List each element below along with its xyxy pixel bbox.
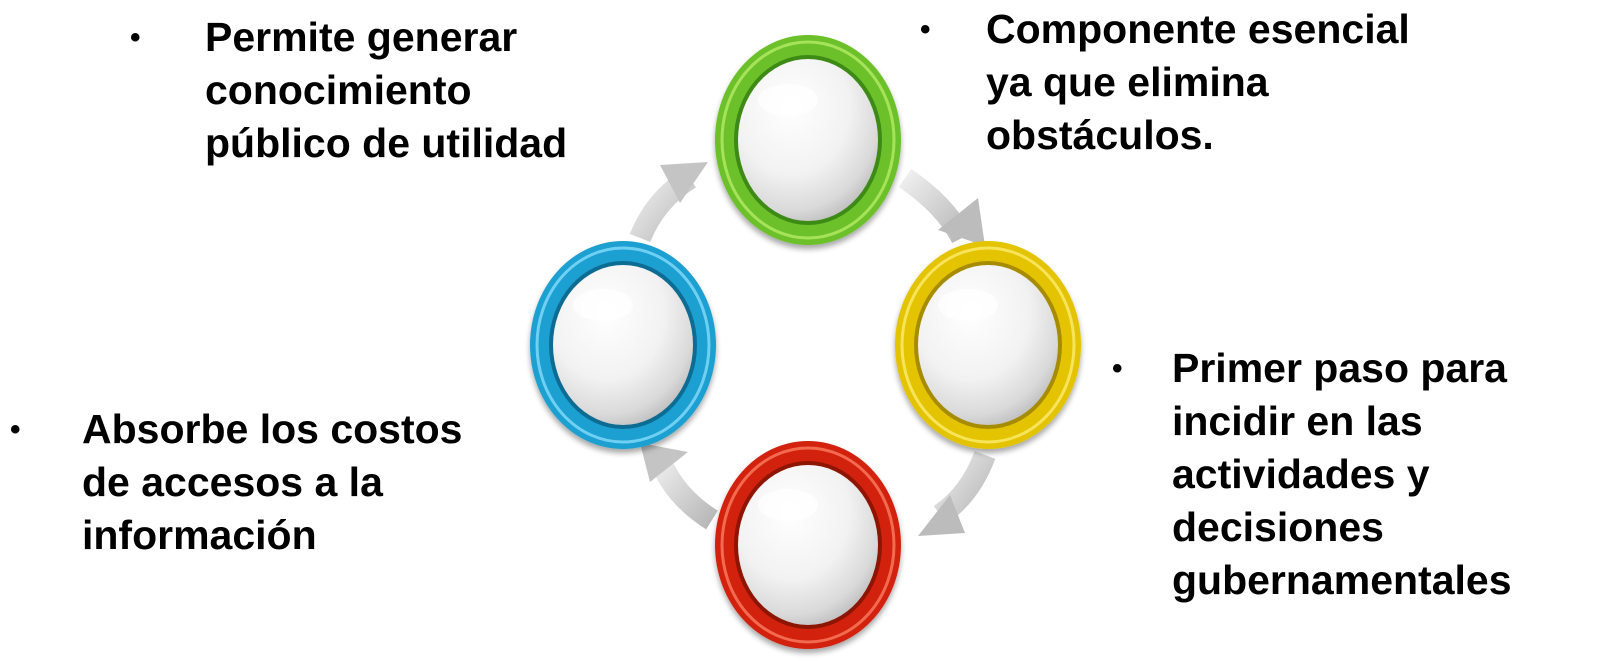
bullet-line: de accesos a la [82,459,383,505]
bullet-top-left: • Permite generar conocimiento público d… [130,11,567,170]
bullet-line: Componente esencial [986,6,1410,52]
bullet-top-right: • Componente esencial ya que elimina obs… [920,3,1410,162]
bullet-marker: • [130,21,141,54]
bullet-marker: • [10,413,21,446]
arrow-right-to-bottom [918,450,996,536]
bullet-line: obstáculos. [986,112,1214,158]
arrow-top-to-right [898,168,985,246]
bullet-line: Primer paso para [1172,345,1507,391]
bullet-marker: • [920,13,931,46]
bullet-text: Componente esencial ya que elimina obstá… [986,3,1410,162]
bullet-line: información [82,512,317,558]
bullet-line: público de utilidad [205,120,568,166]
bullet-line: actividades y [1172,451,1430,497]
bullet-line: Permite generar [205,14,518,60]
ring-right-yellow [895,241,1081,449]
bullet-bottom-right: • Primer paso para incidir en las activi… [1112,342,1512,607]
bullet-bottom-left: • Absorbe los costos de accesos a la inf… [10,403,462,562]
bullet-line: Absorbe los costos [82,406,463,452]
bullet-text: Permite generar conocimiento público de … [205,11,567,170]
arrow-left-to-top [629,162,708,243]
bullet-marker: • [1112,352,1123,385]
bullet-line: gubernamentales [1172,557,1512,603]
ring-bottom-red [715,441,901,649]
bullet-line: decisiones [1172,504,1384,550]
bullet-text: Primer paso para incidir en las activida… [1172,342,1512,607]
ring-left-blue [530,241,716,449]
bullet-line: incidir en las [1172,398,1423,444]
bullet-line: conocimiento [205,67,472,113]
ring-top-green [715,35,901,245]
bullet-text: Absorbe los costos de accesos a la infor… [82,403,462,562]
arrow-bottom-to-left [640,443,718,530]
bullet-line: ya que elimina [986,59,1269,105]
